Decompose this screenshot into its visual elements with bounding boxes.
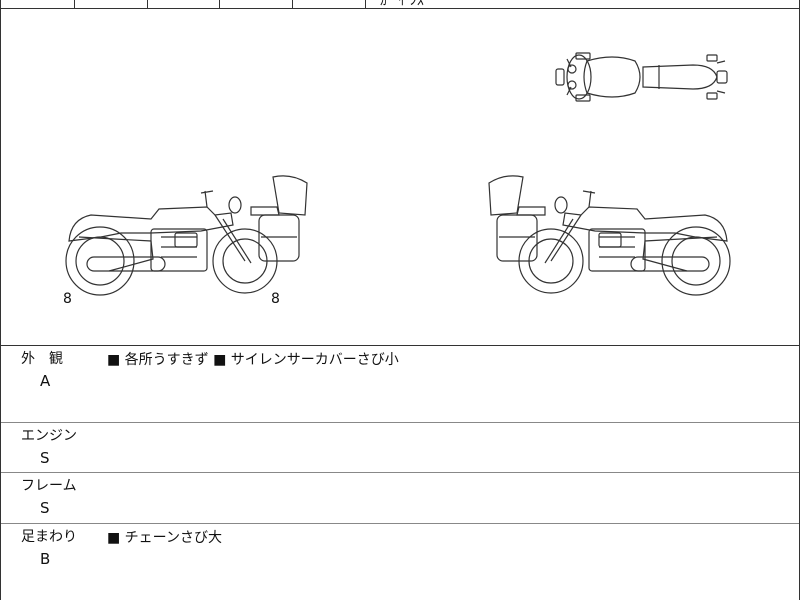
section-label: エンジン: [21, 428, 77, 444]
section-label: 外 観: [21, 351, 63, 367]
top-cell: [74, 0, 148, 8]
top-cell: [292, 0, 366, 8]
section-grade: S: [40, 449, 50, 467]
top-cell: [0, 0, 75, 8]
motorcycle-diagram: 8 8: [1, 9, 799, 346]
damage-mark-rear: 8: [271, 291, 280, 307]
section-exterior: 外 観 A ■ 各所うすきず ■ サイレンサーカバーさび小: [1, 346, 799, 423]
section-engine: エンジン S: [1, 423, 799, 473]
section-notes: ■ チェーンさび大: [107, 530, 222, 546]
section-grade: B: [40, 550, 51, 568]
motorcycle-top-view-icon: [555, 52, 728, 102]
top-strip-text: ｶﾞ ｲ ﾝｽ: [380, 0, 424, 9]
damage-mark-front: 8: [63, 291, 72, 307]
section-grade: S: [40, 499, 50, 517]
section-label: 足まわり: [21, 529, 77, 545]
section-frame: フレーム S: [1, 473, 799, 524]
motorcycle-left-view-icon: [65, 175, 308, 296]
top-table-strip: ｶﾞ ｲ ﾝｽ: [0, 0, 800, 9]
top-cell: [147, 0, 220, 8]
motorcycle-right-view-icon: [488, 175, 731, 296]
section-grade: A: [40, 372, 51, 390]
section-label: フレーム: [21, 478, 77, 494]
section-suspension: 足まわり B ■ チェーンさび大: [1, 524, 799, 600]
section-notes: ■ 各所うすきず ■ サイレンサーカバーさび小: [107, 352, 399, 368]
frame-left-border: [0, 0, 1, 600]
top-cell: [219, 0, 293, 8]
